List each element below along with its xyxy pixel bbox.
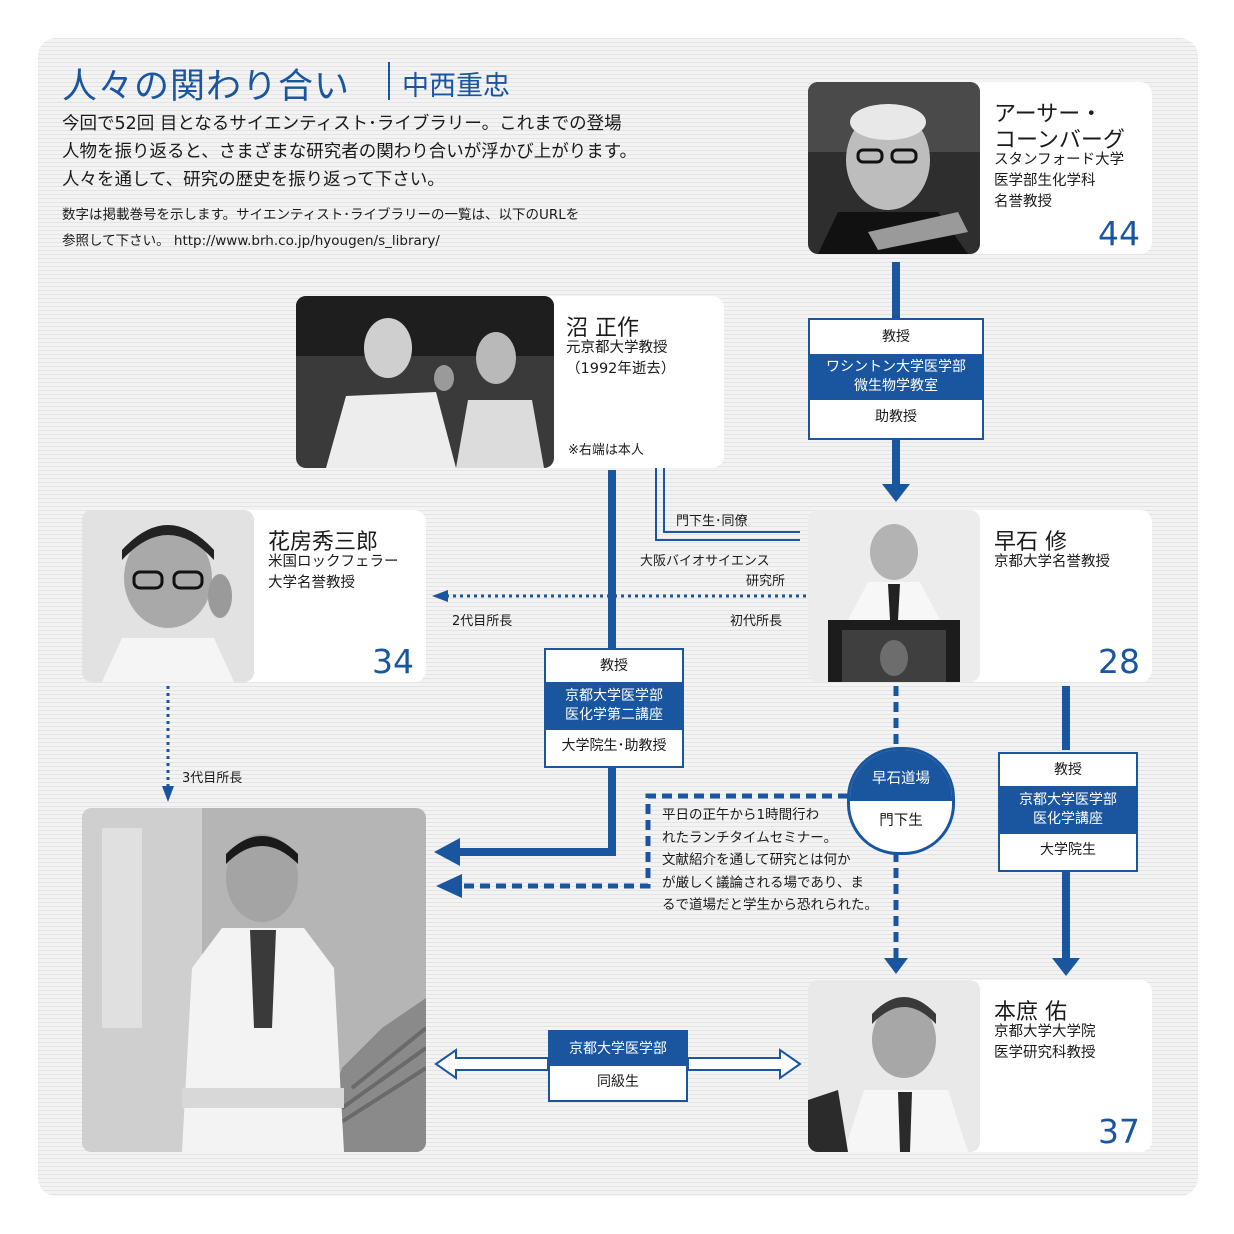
box-classmate-mid: 京都大学医学部 (550, 1032, 686, 1066)
label-third-director: 3代目所長 (182, 771, 243, 786)
desc-numa-1: 元京都大学教授 (566, 340, 668, 356)
label-osaka-1: 大阪バイオサイエンス (640, 554, 770, 569)
box-kyoto-1st-top: 教授 (1054, 762, 1082, 778)
desc-kornberg-1: スタンフォード大学 (994, 152, 1125, 168)
box-kyoto-1st: 教授 京都大学医学部 医化学講座 大学院生 (998, 752, 1138, 872)
box-kyoto-2nd-bot: 大学院生･助教授 (561, 738, 667, 754)
intro-line-3: 人々を通して、研究の歴史を振り返って下さい。 (62, 170, 445, 190)
box-washington-mid: ワシントン大学医学部 微生物学教室 (810, 354, 982, 400)
dojo-description: 平日の正午から1時間行わ れたランチタイムセミナー。 文献紹介を通して研究とは何… (662, 804, 878, 917)
intro-line-2: 人物を振り返ると、さまざまな研究者の関わり合いが浮かび上がります。 (62, 142, 638, 162)
line-dojo-to-nakanishi (462, 793, 848, 889)
photo-nakanishi (82, 808, 426, 1152)
box-kyoto-2nd-mid-1: 京都大学医学部 (565, 688, 663, 704)
arrow-dojo-to-honjo (884, 958, 908, 974)
photo-numa (296, 296, 554, 468)
box-kyoto-2nd-mid-2: 医化学第二講座 (565, 707, 663, 723)
box-kyoto-1st-mid-1: 京都大学医学部 (1019, 792, 1117, 808)
note-line-1: 数字は掲載巻号を示します。サイエンティスト･ライブラリーの一覧は、以下のURLを (62, 207, 580, 223)
note-line-2: 参照して下さい。 http://www.brh.co.jp/hyougen/s_… (62, 233, 440, 249)
desc-kornberg-2: 医学部生化学科 (994, 173, 1096, 189)
arrow-numa-to-nakanishi (434, 838, 460, 866)
name-hanafusa: 花房秀三郎 (268, 530, 379, 555)
dojo-desc-2: れたランチタイムセミナー。 (662, 829, 838, 846)
page-title: 人々の関わり合い (62, 67, 351, 107)
box-washington-bot: 助教授 (875, 409, 917, 425)
desc-hayaishi-1: 京都大学名誉教授 (994, 554, 1110, 570)
box-classmate-bot: 同級生 (597, 1074, 639, 1090)
box-kyoto-2nd: 教授 京都大学医学部 医化学第二講座 大学院生･助教授 (544, 648, 684, 768)
issue-number-kornberg: 44 (1098, 214, 1140, 253)
author-name: 中西重忠 (402, 71, 510, 102)
desc-honjo-2: 医学研究科教授 (994, 1045, 1096, 1061)
box-classmate: 京都大学医学部 同級生 (548, 1030, 688, 1102)
name-hayaishi: 早石 修 (994, 530, 1067, 555)
desc-kornberg-3: 名誉教授 (994, 194, 1052, 210)
photo-hayaishi (808, 510, 980, 682)
box-kyoto-2nd-mid: 京都大学医学部 医化学第二講座 (546, 682, 682, 730)
arrow-to-hanafusa (432, 590, 448, 602)
dojo-desc-3: 文献紹介を通して研究とは何か (662, 852, 851, 868)
arrow-to-honjo (1052, 958, 1080, 976)
name-honjo: 本庶 佑 (994, 1000, 1067, 1025)
box-kyoto-1st-mid: 京都大学医学部 医化学講座 (1000, 786, 1136, 834)
box-kyoto-2nd-top: 教授 (600, 658, 628, 674)
caption-numa: ※右端は本人 (568, 443, 644, 458)
hayaishi-dojo-badge: 早石道場 門下生 (847, 747, 955, 855)
arrow-classmate-right (687, 1048, 802, 1080)
label-monka-doryo: 門下生･同僚 (676, 514, 748, 529)
title-separator (388, 62, 390, 100)
label-second-director: 2代目所長 (452, 614, 513, 629)
label-first-director: 初代所長 (730, 614, 783, 629)
dojo-desc-1: 平日の正午から1時間行わ (662, 807, 820, 823)
arrow-hanafusa-to-nakanishi (162, 786, 174, 802)
box-washington: 教授 ワシントン大学医学部 微生物学教室 助教授 (808, 318, 984, 440)
box-washington-mid-2: 微生物学教室 (854, 378, 938, 394)
dojo-sub: 門下生 (879, 813, 923, 829)
intro-line-1: 今回で52回 目となるサイエンティスト･ライブラリー。これまでの登場 (62, 114, 622, 134)
dojo-desc-5: るで道場だと学生から恐れられた。 (662, 897, 878, 913)
name-kornberg-2: コーンバーグ (994, 128, 1125, 153)
desc-hanafusa-2: 大学名誉教授 (268, 575, 355, 591)
name-numa: 沼 正作 (566, 316, 639, 341)
line-numa-colleague-1 (655, 468, 800, 541)
issue-number-honjo: 37 (1098, 1112, 1140, 1151)
box-kyoto-1st-mid-2: 医化学講座 (1033, 811, 1103, 827)
photo-hanafusa (82, 510, 254, 682)
line-numa-down-2 (460, 766, 616, 856)
issue-number-hanafusa: 34 (372, 642, 414, 681)
dojo-desc-4: が厳しく議論される場であり、ま (662, 874, 864, 891)
label-osaka-2: 研究所 (746, 574, 786, 589)
photo-honjo (808, 980, 980, 1152)
arrow-classmate-left (434, 1048, 549, 1080)
desc-hanafusa-1: 米国ロックフェラー (268, 554, 399, 570)
arrow-to-hayaishi (882, 484, 910, 502)
issue-number-hayaishi: 28 (1098, 642, 1140, 681)
line-numa-colleague-2 (663, 468, 800, 533)
desc-honjo-1: 京都大学大学院 (994, 1024, 1096, 1040)
photo-kornberg (808, 82, 980, 254)
box-kyoto-1st-bot: 大学院生 (1040, 842, 1096, 858)
box-washington-top: 教授 (882, 329, 910, 345)
arrow-dojo-to-nakanishi (436, 874, 462, 898)
desc-numa-2: （1992年逝去） (566, 361, 676, 377)
name-kornberg-1: アーサー・ (994, 102, 1103, 127)
box-washington-mid-1: ワシントン大学医学部 (826, 359, 966, 375)
